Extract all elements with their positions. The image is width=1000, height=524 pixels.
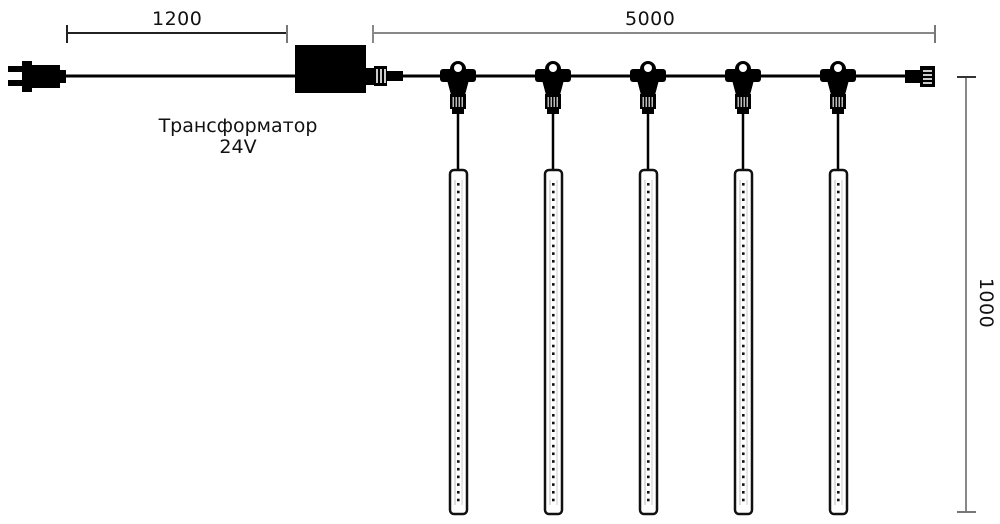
led-tube-icon (448, 168, 469, 516)
string-drop (725, 61, 761, 516)
dimension-label-1000: 1000 (975, 277, 998, 329)
transformer-label-name: Трансформатор (158, 115, 318, 137)
dimension-label-5000: 5000 (625, 8, 676, 30)
string-drop (630, 61, 666, 516)
string-drop (440, 61, 476, 516)
t-connector-icon (630, 61, 666, 114)
t-connector-icon (535, 61, 571, 114)
dimension-1000 (957, 76, 976, 513)
t-connector-icon (725, 61, 761, 114)
end-connector-icon (905, 66, 935, 87)
plug-icon (8, 61, 66, 92)
t-connector-icon (820, 61, 856, 114)
string-drop (820, 61, 856, 516)
string-drop (535, 61, 571, 516)
dimension-1200 (66, 25, 288, 43)
led-tube-icon (828, 168, 849, 516)
transformer-label: Трансформатор 24V (148, 116, 328, 158)
transformer-icon (295, 45, 403, 93)
led-tube-icon (543, 168, 564, 516)
dimension-label-1200: 1200 (152, 8, 203, 30)
led-tube-icon (733, 168, 754, 516)
t-connector-icon (440, 61, 476, 114)
led-tube-icon (638, 168, 659, 516)
transformer-label-voltage: 24V (219, 136, 257, 158)
dimension-5000 (372, 25, 936, 43)
